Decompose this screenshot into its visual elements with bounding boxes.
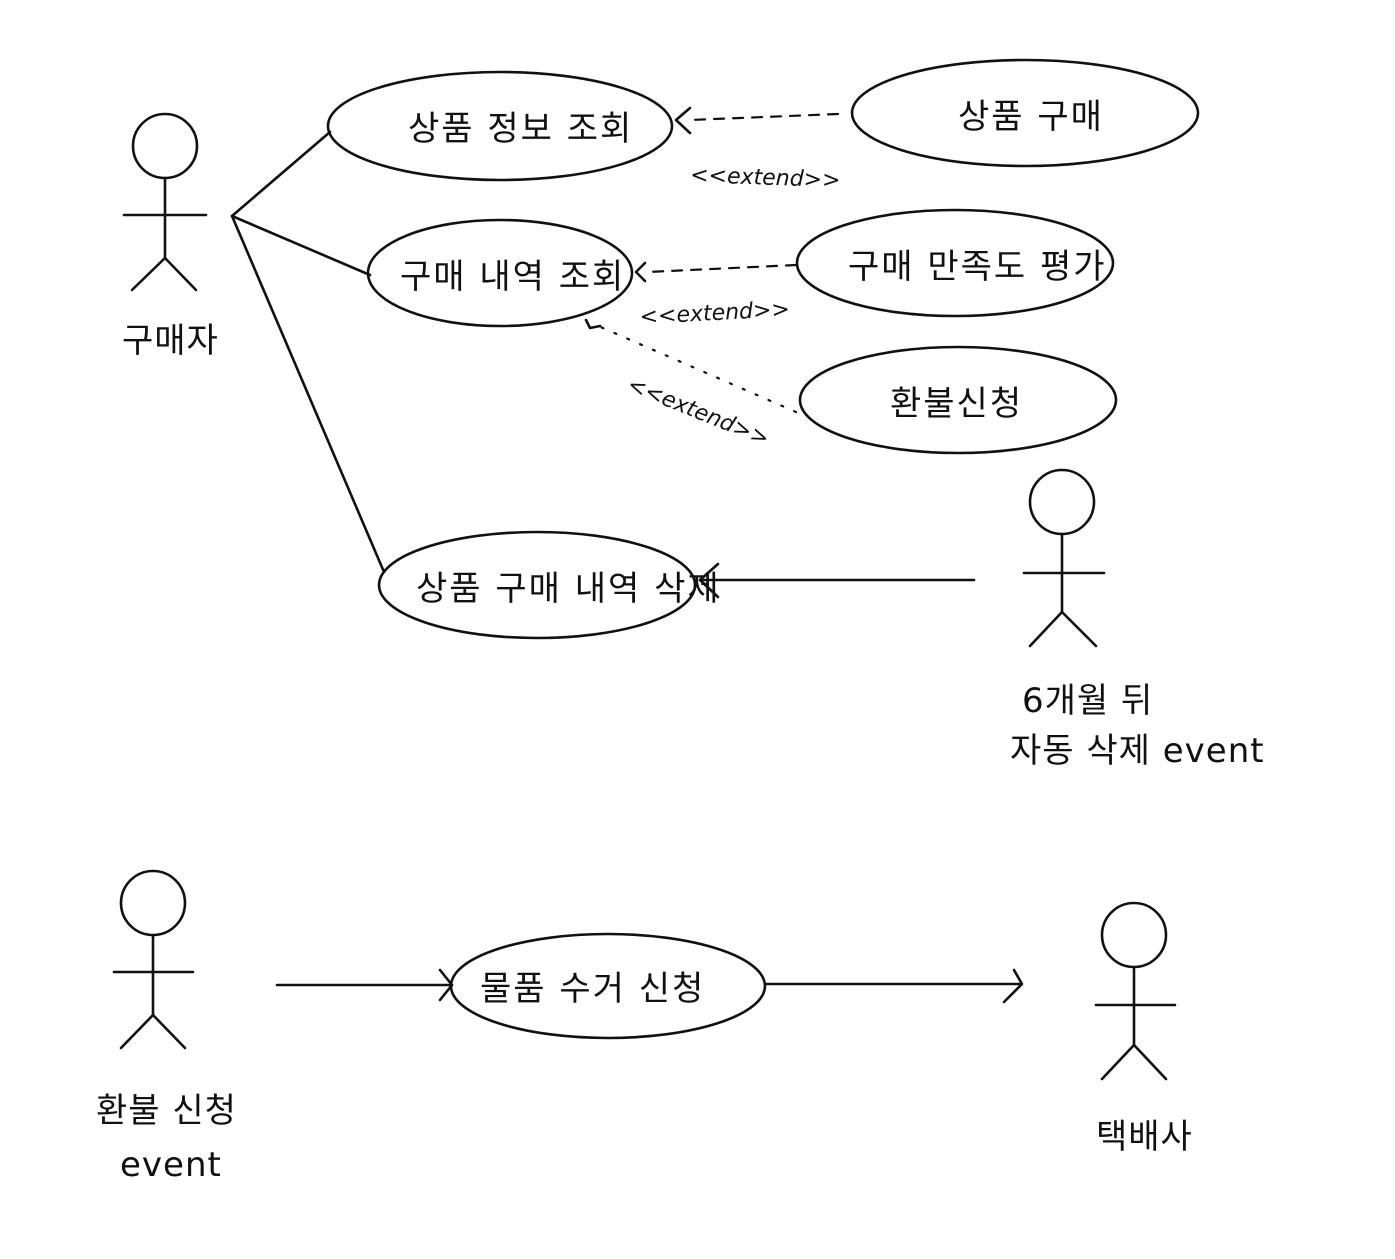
extend-arrow-refund bbox=[584, 318, 798, 414]
actor-auto-delete-event bbox=[1022, 468, 1106, 648]
use-case-request-pickup bbox=[449, 932, 767, 1040]
actor-refund-event-label-line1: 환불 신청 bbox=[96, 1091, 237, 1131]
actor-refund-event bbox=[112, 869, 195, 1050]
actor-courier bbox=[1094, 901, 1177, 1081]
actor-auto-delete-label-line2: 자동 삭제 event bbox=[1010, 731, 1265, 771]
actor-buyer-label: 구매자 bbox=[122, 321, 219, 361]
extend-label-3: <<extend>> bbox=[624, 372, 773, 452]
use-case-request-refund-label: 환불신청 bbox=[890, 384, 1023, 424]
buyer-associations bbox=[230, 130, 386, 574]
actor-courier-label: 택배사 bbox=[1096, 1117, 1193, 1157]
use-case-view-product-info-label: 상품 정보 조회 bbox=[408, 109, 633, 149]
use-case-rate-satisfaction-label: 구매 만족도 평가 bbox=[848, 247, 1107, 287]
arrow-pickup-to-courier bbox=[765, 968, 1024, 1004]
use-case-view-product-info bbox=[326, 70, 674, 182]
use-case-rate-satisfaction bbox=[795, 208, 1115, 318]
use-case-view-purchase-history bbox=[366, 218, 634, 328]
extend-arrow-purchase bbox=[674, 106, 840, 135]
use-case-delete-purchase-history-label: 상품 구매 내역 삭제 bbox=[416, 569, 721, 609]
use-case-delete-purchase-history bbox=[377, 530, 697, 640]
use-case-request-pickup-label: 물품 수거 신청 bbox=[480, 969, 705, 1009]
use-case-request-refund bbox=[798, 345, 1118, 455]
arrow-auto-delete bbox=[698, 562, 976, 599]
actor-refund-event-label-line2: event bbox=[120, 1145, 222, 1185]
extend-label-1: <<extend>> bbox=[690, 163, 841, 193]
extend-label-2: <<extend>> bbox=[639, 297, 790, 330]
use-case-view-purchase-history-label: 구매 내역 조회 bbox=[400, 257, 625, 297]
arrow-refund-to-pickup bbox=[275, 968, 454, 1002]
use-case-purchase-product-label: 상품 구매 bbox=[958, 97, 1104, 137]
use-case-purchase-product bbox=[850, 58, 1200, 168]
actor-buyer bbox=[122, 112, 208, 292]
extend-arrow-satisfaction bbox=[634, 261, 798, 283]
actor-auto-delete-label-line1: 6개월 뒤 bbox=[1022, 681, 1153, 721]
